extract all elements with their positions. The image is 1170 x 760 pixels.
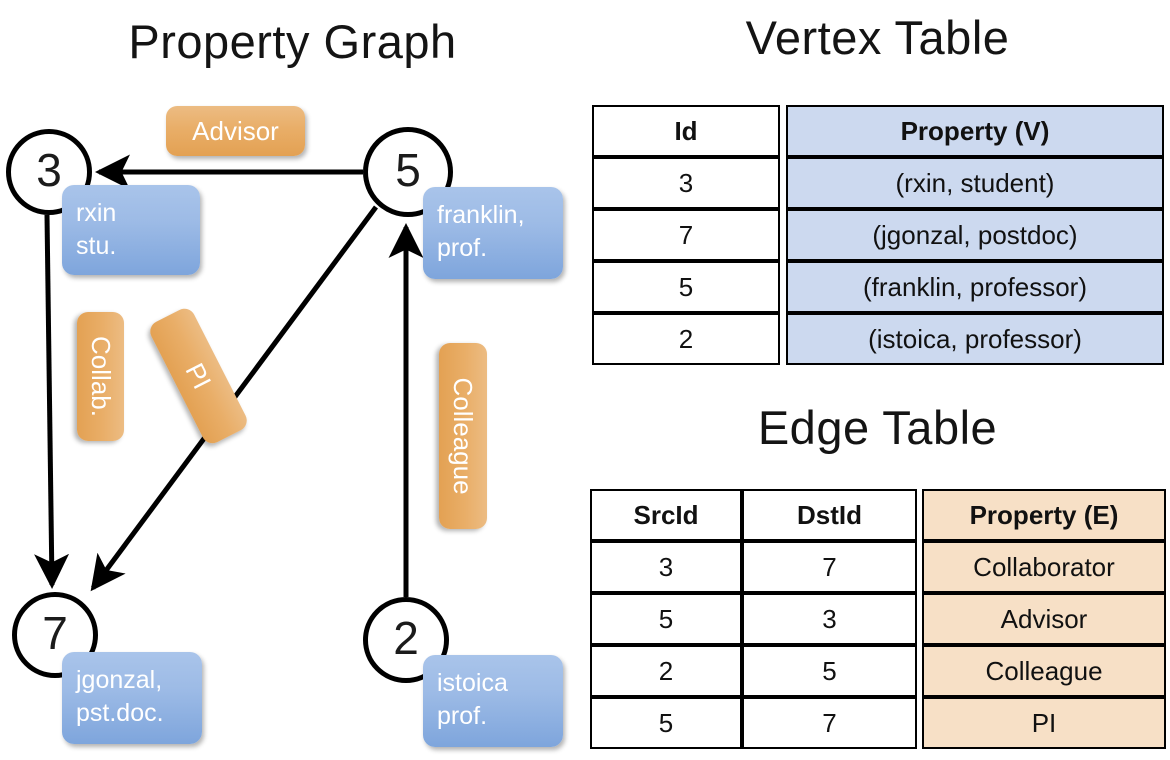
- edge-label-colleague: Colleague: [439, 343, 487, 529]
- table-row: 5 (franklin, professor): [592, 261, 1164, 313]
- page-title-property-graph: Property Graph: [128, 15, 457, 68]
- edge-cell-dst: 7: [742, 697, 917, 749]
- graph-node-2[interactable]: 2: [363, 597, 449, 683]
- graph-node-3-label: 3: [36, 144, 62, 196]
- edge-cell-property: Advisor: [922, 593, 1166, 645]
- edge-label-collab: Collab.: [77, 312, 124, 441]
- graph-node-7-label: 7: [42, 607, 68, 659]
- edge-table-header-srcid: SrcId: [590, 489, 742, 541]
- table-row: 5 3 Advisor: [590, 593, 1166, 645]
- page-title-vertex-table: Vertex Table: [745, 11, 1010, 64]
- edge-cell-src: 5: [590, 593, 742, 645]
- table-row: 7 (jgonzal, postdoc): [592, 209, 1164, 261]
- vertex-table: Id Property (V) 3 (rxin, student) 7 (jgo…: [592, 105, 1164, 365]
- graph-node-5[interactable]: 5: [363, 127, 453, 217]
- table-row: 3 (rxin, student): [592, 157, 1164, 209]
- table-row: 2 (istoica, professor): [592, 313, 1164, 365]
- edge-cell-dst: 3: [742, 593, 917, 645]
- edge-arrow-collab: [34, 214, 70, 589]
- edge-label-advisor: Advisor: [166, 106, 305, 156]
- vertex-cell-property: (rxin, student): [786, 157, 1164, 209]
- edge-cell-src: 5: [590, 697, 742, 749]
- vertex-cell-id: 3: [592, 157, 780, 209]
- edge-cell-property: Colleague: [922, 645, 1166, 697]
- table-row: 5 7 PI: [590, 697, 1166, 749]
- node-property-box-franklin: franklin,prof.: [423, 187, 563, 279]
- edge-cell-src: 2: [590, 645, 742, 697]
- table-row: 3 7 Collaborator: [590, 541, 1166, 593]
- edge-cell-dst: 7: [742, 541, 917, 593]
- vertex-table-header-property: Property (V): [786, 105, 1164, 157]
- edge-table-header-row: SrcId DstId Property (E): [590, 489, 1166, 541]
- vertex-cell-property: (istoica, professor): [786, 313, 1164, 365]
- page-title-edge-table: Edge Table: [757, 401, 998, 454]
- vertex-cell-property: (jgonzal, postdoc): [786, 209, 1164, 261]
- vertex-table-header-row: Id Property (V): [592, 105, 1164, 157]
- edge-cell-property: Collaborator: [922, 541, 1166, 593]
- vertex-cell-id: 7: [592, 209, 780, 261]
- vertex-cell-id: 5: [592, 261, 780, 313]
- graph-node-2-label: 2: [393, 612, 419, 664]
- table-row: 2 5 Colleague: [590, 645, 1166, 697]
- edge-table-header-dstid: DstId: [742, 489, 917, 541]
- vertex-table-header-id: Id: [592, 105, 780, 157]
- vertex-cell-id: 2: [592, 313, 780, 365]
- node-property-box-jgonzal: jgonzal,pst.doc.: [62, 652, 202, 744]
- edge-cell-property: PI: [922, 697, 1166, 749]
- edge-table: SrcId DstId Property (E) 3 7 Collaborato…: [590, 489, 1166, 749]
- vertex-cell-property: (franklin, professor): [786, 261, 1164, 313]
- edge-table-header-property: Property (E): [922, 489, 1166, 541]
- edge-cell-src: 3: [590, 541, 742, 593]
- graph-node-5-label: 5: [395, 144, 421, 196]
- edge-cell-dst: 5: [742, 645, 917, 697]
